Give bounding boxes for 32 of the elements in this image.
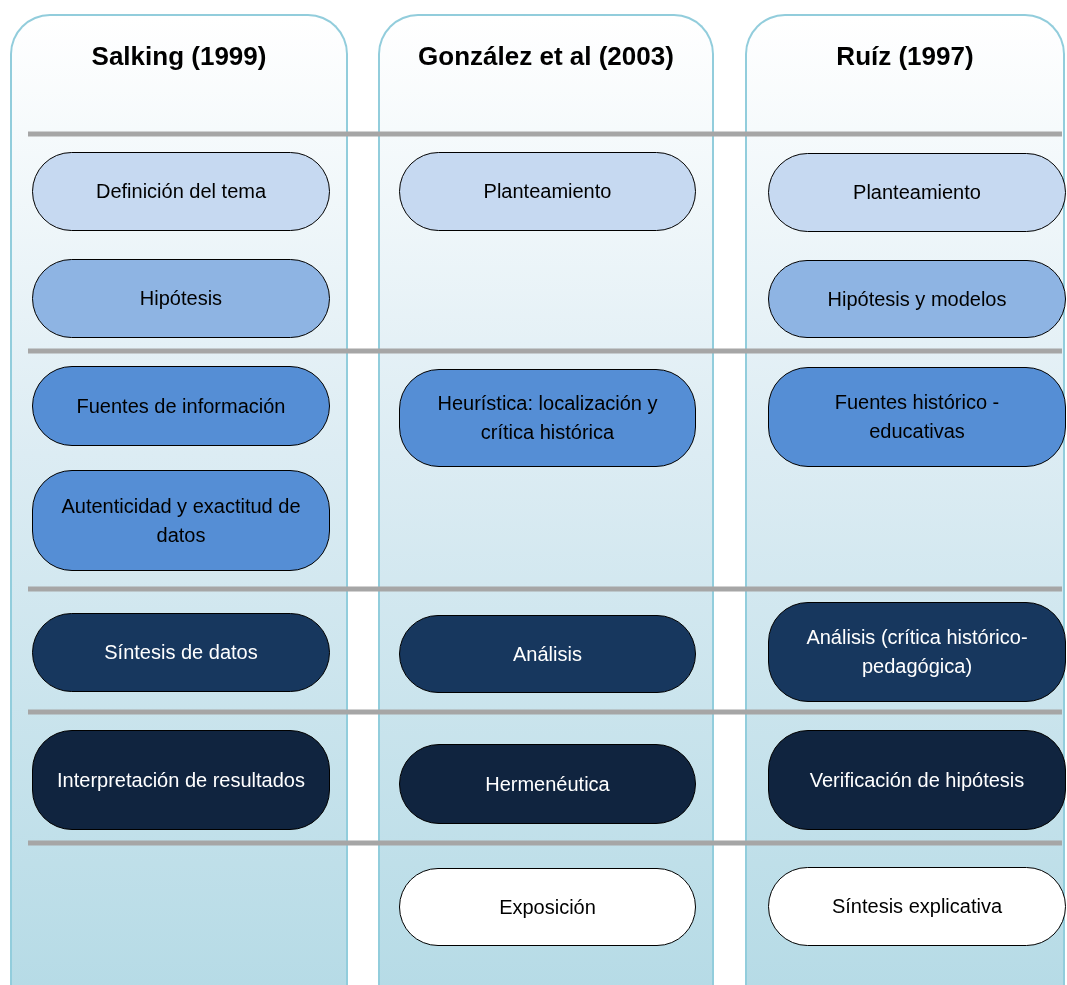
step-label: Síntesis de datos — [103, 640, 259, 665]
step-label: Análisis — [512, 641, 583, 667]
step-label: Exposición — [498, 894, 597, 920]
step-pill — [768, 367, 1066, 467]
column-panel — [10, 14, 348, 985]
step-label: Fuentes histórico - educativas — [833, 390, 1001, 444]
step-label: Análisis (crítica histórico-pedagógica) — [805, 625, 1029, 679]
step-pill — [32, 730, 330, 830]
step-pill — [768, 153, 1066, 232]
step-pill — [768, 602, 1066, 702]
step-label: Planteamiento — [852, 180, 982, 205]
step-label: Interpretación de resultados — [56, 767, 306, 793]
column-heading: Salking (1999) — [90, 40, 268, 73]
column-heading: González et al (2003) — [417, 40, 675, 73]
step-label: Planteamiento — [482, 179, 613, 204]
step-label: Fuentes de información — [75, 393, 287, 419]
step-label: Verificación de hipótesis — [808, 767, 1026, 793]
step-pill — [768, 260, 1066, 338]
column-panel — [745, 14, 1065, 985]
step-label: Definición del tema — [94, 179, 268, 204]
column-panel — [378, 14, 714, 985]
step-pill — [32, 470, 330, 571]
step-label: Hermenéutica — [484, 771, 611, 797]
step-label: Heurística: localización y crítica histórica — [436, 391, 659, 445]
step-label: Hipótesis — [138, 286, 224, 311]
step-label: Autenticidad y exactitud de datos — [60, 493, 302, 548]
step-pill — [399, 369, 696, 467]
step-label: Síntesis explicativa — [830, 894, 1004, 919]
step-pill — [768, 730, 1066, 830]
column-heading: Ruíz (1997) — [835, 40, 975, 73]
step-label: Hipótesis y modelos — [826, 286, 1008, 312]
step-pill — [768, 867, 1066, 946]
